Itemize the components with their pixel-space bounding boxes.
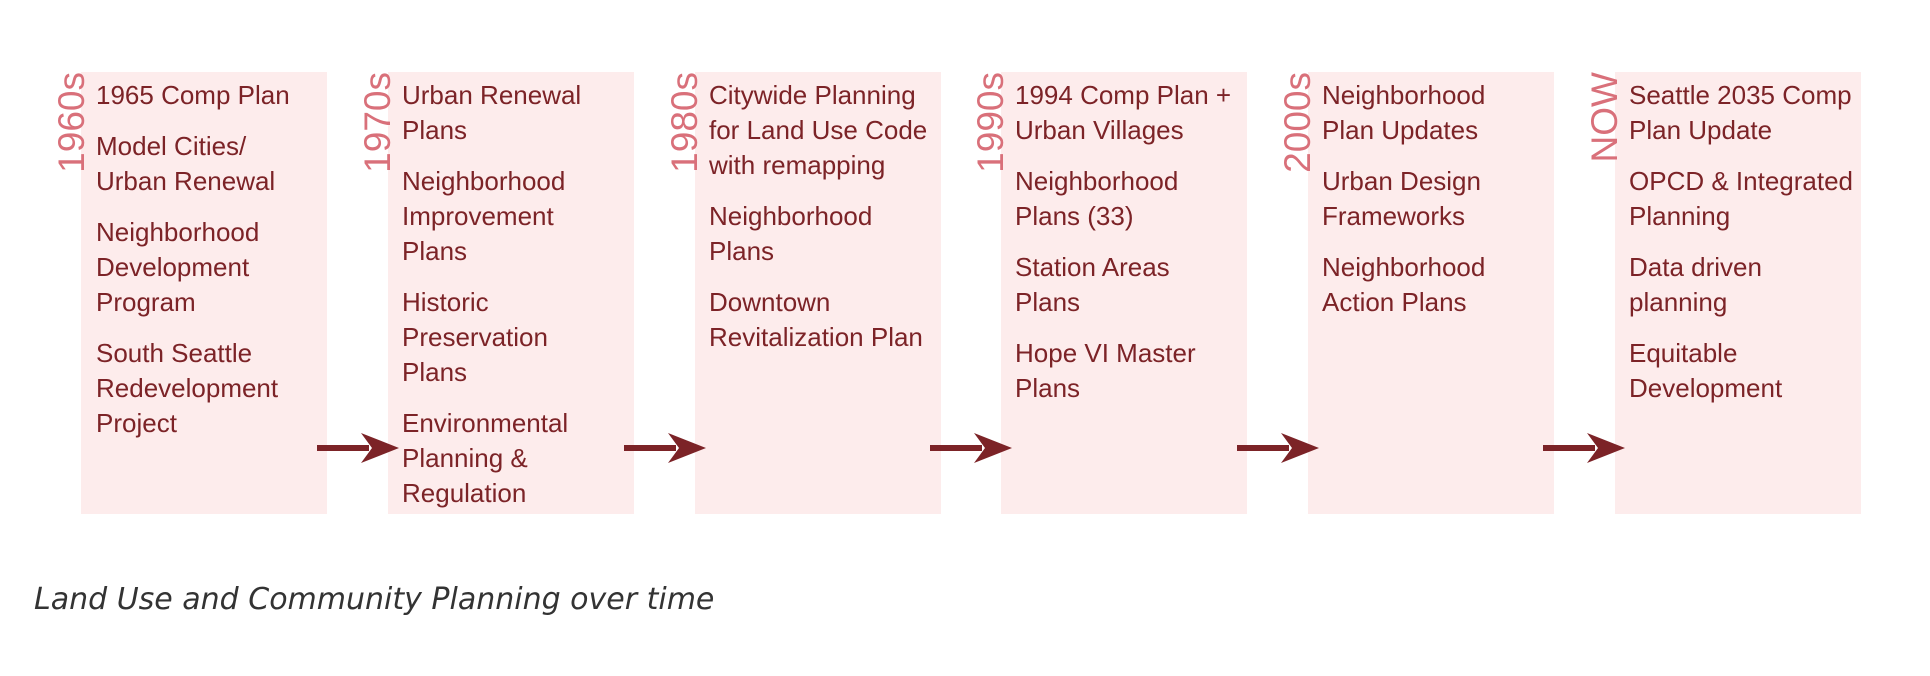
panel-2000s (1308, 72, 1554, 514)
timeline-item: Model Cities/ Urban Renewal (96, 131, 276, 196)
arrow-right-icon (1543, 433, 1625, 463)
arrow-right-icon (930, 433, 1012, 463)
items-2000s: Neighborhood Plan Updates Urban Design F… (1322, 78, 1560, 336)
timeline-item: South Seattle Redevelopment Project (96, 338, 279, 438)
timeline-item: 1994 Comp Plan + Urban Villages (1015, 80, 1232, 145)
arrow-right-icon (1237, 433, 1319, 463)
arrow-right-icon (317, 433, 399, 463)
era-label-1980s: 1980s (664, 72, 705, 173)
items-1990s: 1994 Comp Plan + Urban Villages Neighbor… (1015, 78, 1253, 422)
timeline-item: Neighborhood Improvement Plans (402, 166, 566, 266)
timeline-item: Seattle 2035 Comp Plan Update (1629, 80, 1852, 145)
timeline-item: Hope VI Master Plans (1015, 338, 1196, 403)
items-1970s: Urban Renewal Plans Neighborhood Improve… (402, 78, 640, 527)
era-label-1970s: 1970s (357, 72, 398, 173)
panel-1980s (695, 72, 941, 514)
timeline-item: 1965 Comp Plan (96, 80, 290, 110)
panel-1970s (388, 72, 634, 514)
panel-now (1615, 72, 1861, 514)
items-now: Seattle 2035 Comp Plan Update OPCD & Int… (1629, 78, 1867, 422)
timeline-item: Station Areas Plans (1015, 252, 1170, 317)
figure-caption: Land Use and Community Planning over tim… (34, 582, 715, 617)
era-label-1990s: 1990s (970, 72, 1011, 173)
era-label-2000s: 2000s (1277, 72, 1318, 173)
timeline-item: Urban Design Frameworks (1322, 166, 1481, 231)
timeline: 1960s 1965 Comp Plan Model Cities/ Urban… (51, 72, 1867, 527)
timeline-item: Downtown Revitalization Plan (709, 287, 923, 352)
era-label-now: NOW (1584, 72, 1625, 163)
timeline-item: Environmental Planning & Regulation (402, 408, 569, 508)
timeline-item: Neighborhood Action Plans (1322, 252, 1486, 317)
timeline-item: Historic Preservation Plans (402, 287, 548, 387)
items-1960s: 1965 Comp Plan Model Cities/ Urban Renew… (96, 78, 334, 457)
panel-1990s (1001, 72, 1247, 514)
timeline-item: Urban Renewal Plans (402, 80, 582, 145)
timeline-item: Neighborhood Development Program (96, 217, 260, 317)
arrow-right-icon (624, 433, 706, 463)
era-label-1960s: 1960s (51, 72, 92, 173)
timeline-item: Neighborhood Plan Updates (1322, 80, 1486, 145)
items-1980s: Citywide Planning for Land Use Code with… (709, 78, 947, 371)
timeline-item: Citywide Planning for Land Use Code with… (709, 80, 928, 180)
timeline-item: Neighborhood Plans (709, 201, 873, 266)
timeline-item: OPCD & Integrated Planning (1629, 166, 1853, 231)
timeline-item: Data driven planning (1629, 252, 1762, 317)
timeline-item: Neighborhood Plans (33) (1015, 166, 1179, 231)
timeline-item: Equitable Development (1629, 338, 1783, 403)
panel-1960s (81, 72, 327, 514)
